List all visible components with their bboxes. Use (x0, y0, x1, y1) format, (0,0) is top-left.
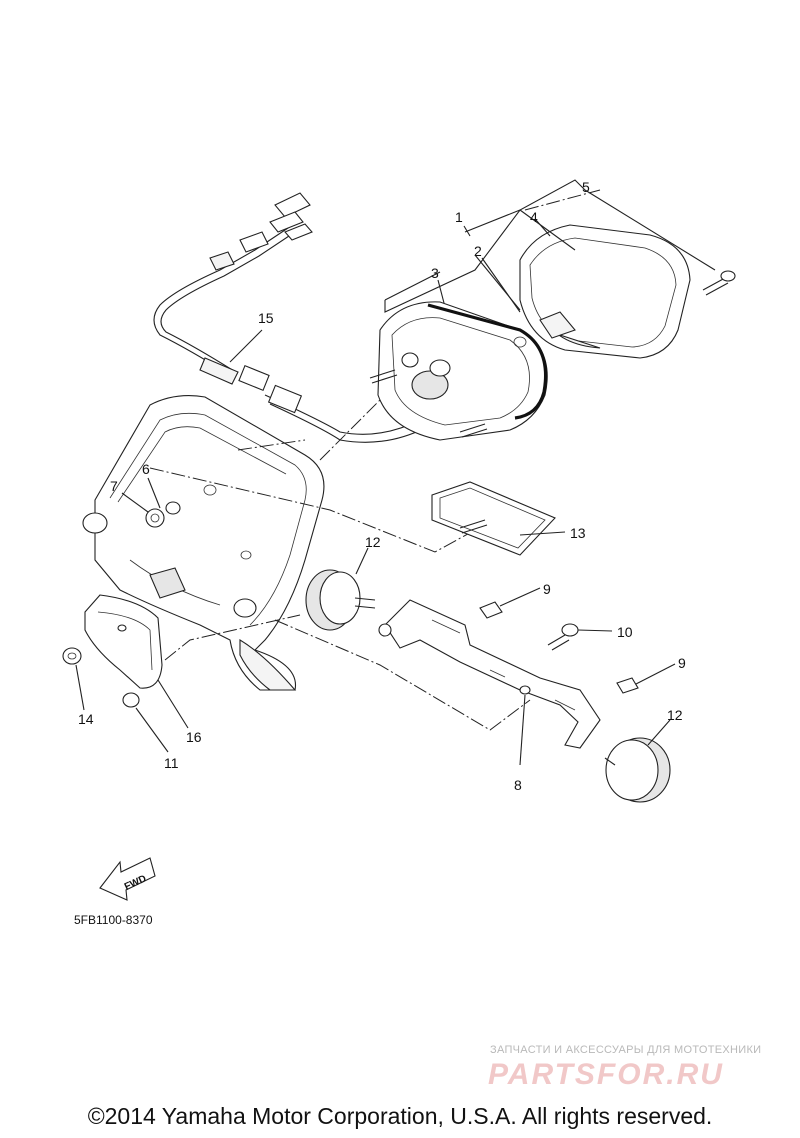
hardware (62, 501, 639, 708)
label-part-13: 13 (570, 525, 586, 541)
fwd-arrow-icon: FWD (99, 857, 156, 901)
part-labels: 1 2 3 4 5 6 7 8 9 9 10 11 12 12 13 14 15… (78, 179, 686, 793)
washer-6-icon (165, 501, 181, 515)
label-part-6: 6 (142, 461, 150, 477)
label-part-5: 5 (582, 179, 590, 195)
nut-7-icon (145, 508, 165, 528)
bracket-8 (384, 599, 601, 749)
leader-lines (75, 219, 676, 766)
label-part-3: 3 (431, 265, 439, 281)
label-part-9-lower: 9 (678, 655, 686, 671)
pad-9-lower-icon (616, 677, 639, 694)
label-part-7: 7 (110, 478, 118, 494)
nut-14-icon (62, 647, 82, 665)
label-part-14: 14 (78, 711, 94, 727)
pad-9-upper-icon (479, 601, 503, 619)
label-part-1: 1 (455, 209, 463, 225)
copyright-notice: ©2014 Yamaha Motor Corporation, U.S.A. A… (87, 1103, 713, 1129)
label-part-2: 2 (474, 243, 482, 259)
label-part-12-lower: 12 (667, 707, 683, 723)
label-part-9-upper: 9 (543, 581, 551, 597)
fender-body (82, 395, 325, 691)
label-part-4: 4 (530, 209, 538, 225)
nut-11-icon (122, 692, 140, 708)
wire-harness (153, 192, 426, 443)
bracket-16 (84, 594, 163, 689)
screw-10-icon (561, 623, 579, 637)
diagram-code: 5FB1100-8370 (74, 913, 153, 927)
label-part-11: 11 (164, 755, 179, 771)
label-part-12-upper: 12 (365, 534, 381, 550)
reflector-lower (604, 737, 671, 803)
tail-lamp-assembly (369, 179, 736, 441)
watermark-tagline: ЗАПЧАСТИ И АКСЕССУАРЫ ДЛЯ МОТОТЕХНИКИ (490, 1044, 762, 1056)
label-part-10: 10 (617, 624, 633, 640)
label-part-16: 16 (186, 729, 202, 745)
label-part-15: 15 (258, 310, 274, 326)
watermark-logo: PARTSFOR.RU (488, 1058, 724, 1091)
assembly-lines (149, 189, 601, 731)
reflector-upper (305, 569, 376, 631)
label-part-8: 8 (514, 777, 522, 793)
